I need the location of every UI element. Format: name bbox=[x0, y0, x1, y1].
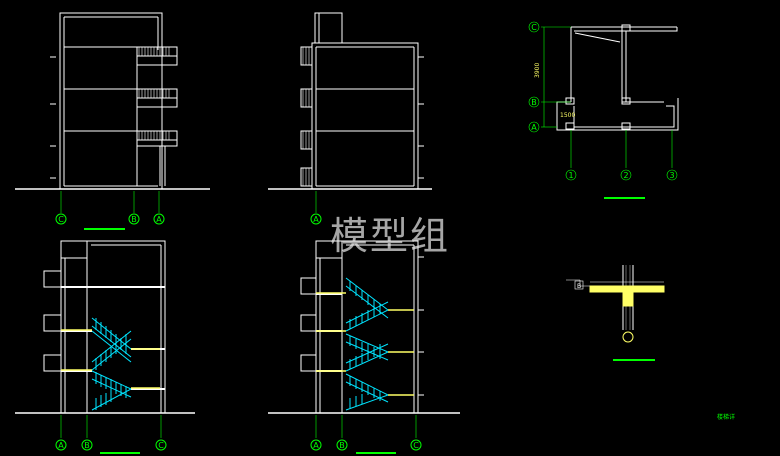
plan-view bbox=[556, 24, 679, 131]
elevation-left-axes: C B A bbox=[55, 191, 165, 230]
axis-label: A bbox=[313, 215, 319, 224]
axis-label: B bbox=[84, 441, 90, 450]
axis-label: 1 bbox=[568, 171, 573, 180]
axis-label: 3 bbox=[669, 171, 674, 180]
detail-label: B bbox=[577, 283, 581, 290]
elevation-mid bbox=[268, 12, 432, 190]
elevation-left bbox=[15, 12, 210, 190]
axis-label: A bbox=[58, 441, 64, 450]
axis-label: C bbox=[158, 441, 164, 450]
axis-label: C bbox=[531, 23, 537, 32]
axis-label: A bbox=[313, 441, 319, 450]
section-right bbox=[268, 240, 460, 414]
elevation-mid-railings bbox=[302, 47, 310, 186]
section-left-landings bbox=[61, 329, 160, 389]
plan-axes bbox=[528, 21, 678, 181]
axis-label: B bbox=[339, 441, 345, 450]
elevation-left-railings bbox=[138, 47, 170, 140]
section-left bbox=[15, 240, 195, 414]
axis-label: 2 bbox=[623, 171, 628, 180]
axis-label: B bbox=[531, 98, 537, 107]
watermark: 模型组 bbox=[330, 214, 451, 258]
section-right-stairs bbox=[345, 277, 389, 411]
axis-label: A bbox=[531, 123, 537, 132]
axis-label: A bbox=[156, 215, 162, 224]
corner-note: 楼梯详 bbox=[717, 414, 736, 421]
section-right-axes: A B C bbox=[310, 415, 422, 454]
axis-label: C bbox=[413, 441, 419, 450]
axis-label: C bbox=[58, 215, 64, 224]
detail-view bbox=[566, 265, 665, 361]
section-left-axes: A B C bbox=[55, 415, 167, 454]
axis-label: B bbox=[131, 215, 137, 224]
dimension-text: 3900 bbox=[534, 63, 541, 78]
section-left-stairs bbox=[91, 317, 132, 411]
elevation-mid-axes: A bbox=[310, 191, 322, 225]
section-right-landings bbox=[316, 292, 414, 396]
dimension-text: 1500 bbox=[560, 112, 575, 119]
